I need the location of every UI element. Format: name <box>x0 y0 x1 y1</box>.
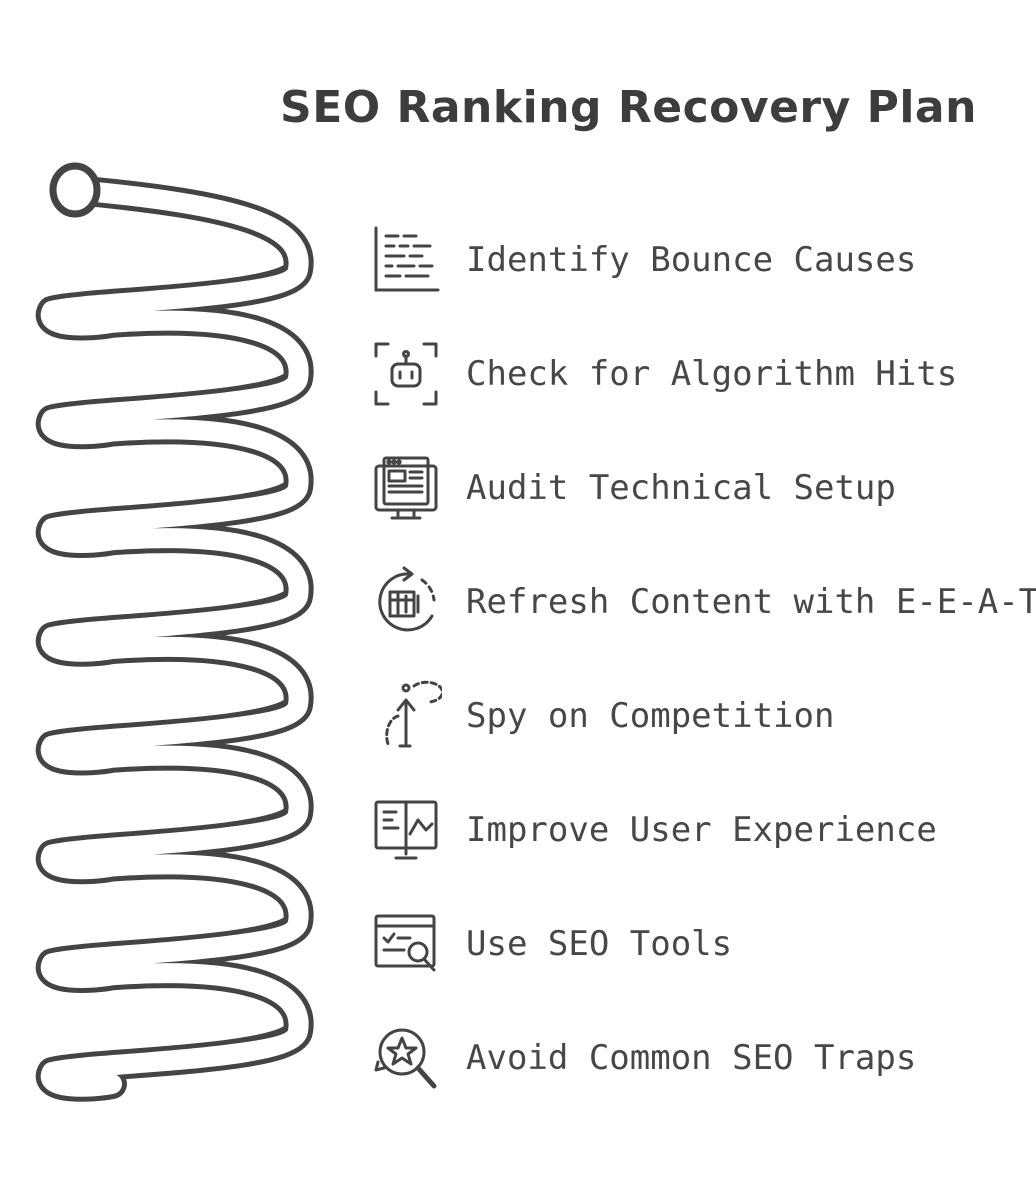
spring-coil <box>35 162 314 1102</box>
step-audit-technical-setup: Audit Technical Setup <box>368 450 1028 526</box>
step-label: Refresh Content with E-E-A-T <box>466 582 1036 622</box>
arrow-target-icon <box>368 678 444 754</box>
spring-coil-fill <box>40 180 309 1097</box>
step-label: Identify Bounce Causes <box>466 240 917 280</box>
star-magnifier-icon <box>368 1020 444 1096</box>
diagram-title: SEO Ranking Recovery Plan <box>280 82 977 133</box>
browser-search-icon <box>368 906 444 982</box>
refresh-content-icon <box>368 564 444 640</box>
screen-layout-icon <box>368 792 444 868</box>
step-label: Spy on Competition <box>466 696 835 736</box>
step-avoid-seo-traps: Avoid Common SEO Traps <box>368 1020 1028 1096</box>
step-refresh-content: Refresh Content with E-E-A-T <box>368 564 1036 640</box>
step-spy-on-competition: Spy on Competition <box>368 678 1028 754</box>
step-label: Audit Technical Setup <box>466 468 896 508</box>
robot-scan-icon <box>368 336 444 412</box>
text-lines-icon <box>368 222 444 298</box>
step-label: Check for Algorithm Hits <box>466 354 958 394</box>
step-label: Avoid Common SEO Traps <box>466 1038 917 1078</box>
step-label: Improve User Experience <box>466 810 937 850</box>
monitor-webpage-icon <box>368 450 444 526</box>
step-improve-user-experience: Improve User Experience <box>368 792 1028 868</box>
spring-coil-end <box>49 162 101 218</box>
step-use-seo-tools: Use SEO Tools <box>368 906 1028 982</box>
step-identify-bounce-causes: Identify Bounce Causes <box>368 222 1028 298</box>
step-check-algorithm-hits: Check for Algorithm Hits <box>368 336 1028 412</box>
step-label: Use SEO Tools <box>466 924 733 964</box>
